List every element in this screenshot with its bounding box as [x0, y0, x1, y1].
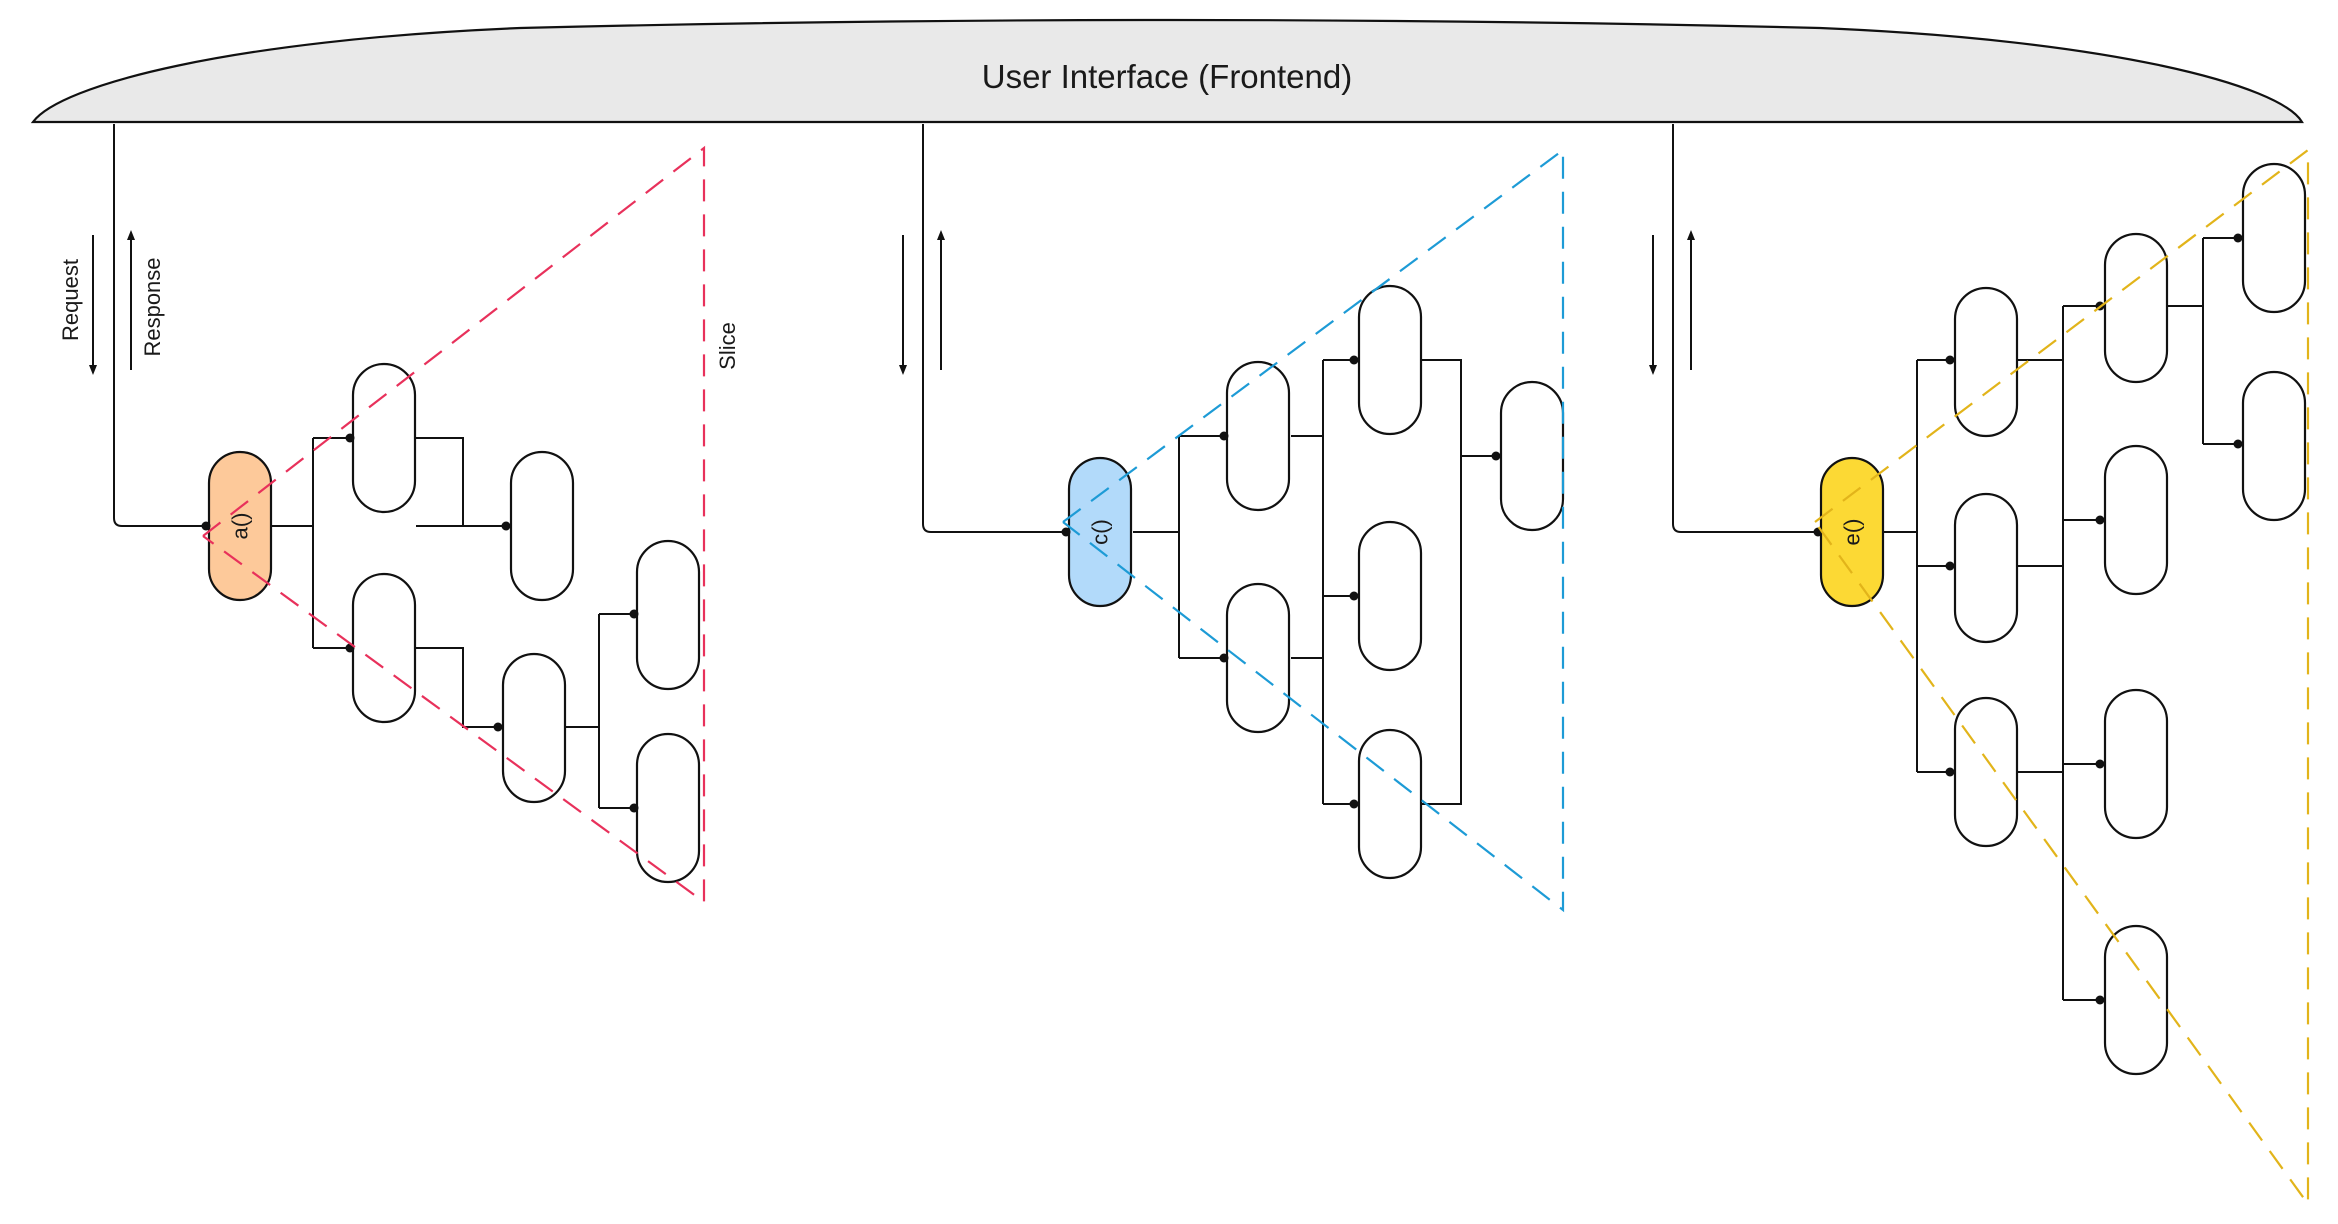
- function-node: [2103, 232, 2169, 384]
- call-tree-c: c(): [899, 124, 1565, 913]
- function-node: [1225, 360, 1291, 512]
- function-node: [635, 539, 701, 691]
- function-node: [351, 362, 417, 514]
- call-tree-a: Request Response Slice a(): [58, 124, 740, 905]
- slice-e-outline: [1814, 147, 2310, 1208]
- function-node: [1953, 286, 2019, 438]
- function-node: [635, 732, 701, 884]
- function-node: [1953, 696, 2019, 848]
- function-node: [1357, 284, 1423, 436]
- function-node: [2241, 370, 2307, 522]
- frontend-header-shape: [30, 18, 2304, 124]
- function-node: [1225, 582, 1291, 734]
- call-tree-e: e(): [1649, 124, 2310, 1208]
- function-node: [2103, 688, 2169, 840]
- function-node: [1357, 728, 1423, 880]
- response-label: Response: [140, 257, 165, 356]
- function-node: [1357, 520, 1423, 672]
- function-node: [2103, 444, 2169, 596]
- slice-label: Slice: [715, 322, 740, 370]
- function-node: [1953, 492, 2019, 644]
- slice-a-outline: [202, 145, 706, 905]
- function-node: [1499, 380, 1565, 532]
- slice-c-outline: [1062, 147, 1565, 913]
- function-node: [501, 652, 567, 804]
- entry-function-e-label: e(): [1840, 519, 1865, 546]
- function-node: [351, 572, 417, 724]
- frontend-title: User Interface (Frontend): [982, 58, 1352, 95]
- function-node: [2103, 924, 2169, 1076]
- request-label: Request: [58, 259, 83, 341]
- function-node: [2241, 162, 2307, 314]
- entry-function-a-label: a(): [228, 513, 253, 540]
- function-node: [509, 450, 575, 602]
- entry-function-c-label: c(): [1088, 519, 1113, 545]
